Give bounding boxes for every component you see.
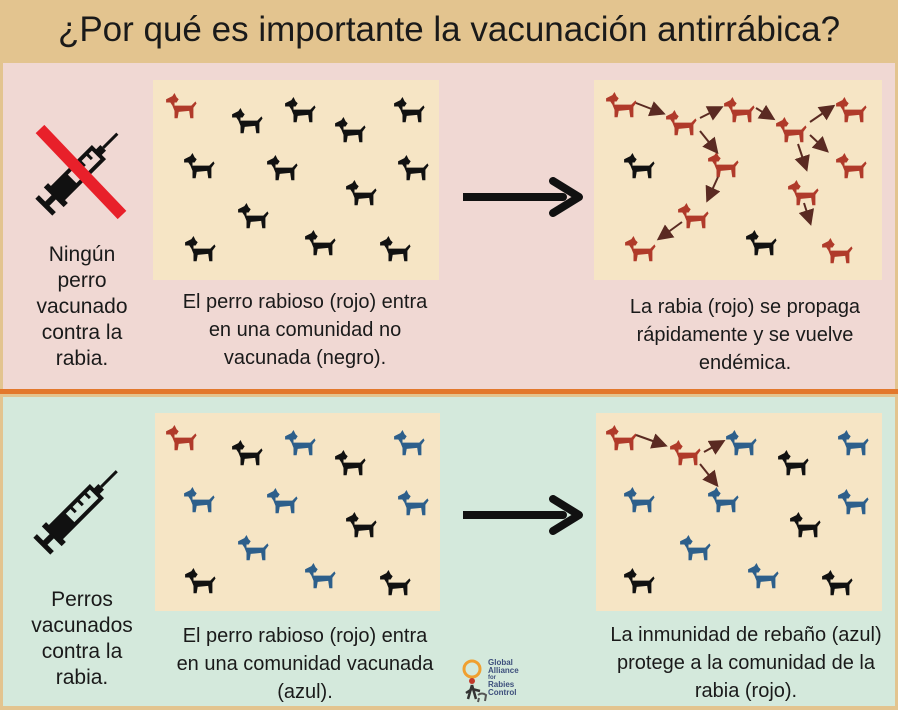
logo-line: for (488, 675, 496, 681)
garc-logo: Global Alliance for Rabies Control (462, 655, 534, 703)
unvaccinated-label: Ningún perro vacunado contra la rabia. (36, 243, 128, 370)
panel-divider (0, 389, 898, 394)
vaccinated-community-before (155, 413, 440, 611)
vaccinated-label: Perros vacunados contra la rabia. (31, 588, 133, 689)
arrow-right-icon (463, 495, 583, 535)
arrow-right-icon (463, 177, 583, 217)
logo-line: Control (488, 688, 517, 697)
vaccinated-left-caption: El perro rabioso (rojo) entra en una com… (176, 625, 434, 703)
unvaccinated-left-caption: El perro rabioso (rojo) entra en una com… (182, 291, 428, 369)
syringe-icon (33, 470, 118, 555)
logo-figures-icon (462, 659, 488, 703)
vaccinated-community-after (596, 413, 882, 611)
vaccinated-right-caption: La inmunidad de rebaño (azul) protege a … (610, 624, 882, 702)
logo-line: Alliance (488, 666, 519, 675)
syringe-crossed-icon (35, 124, 127, 220)
logo-line: Rabies (488, 680, 515, 689)
unvaccinated-right-caption: La rabia (rojo) se propaga rápidamente y… (629, 296, 861, 374)
unvaccinated-community-after (594, 80, 882, 280)
logo-line: Global (488, 658, 513, 667)
logo-text: Global Alliance for Rabies Control (488, 659, 519, 697)
page-title: ¿Por qué es importante la vacunación ant… (0, 0, 898, 60)
unvaccinated-community-before (153, 80, 439, 280)
